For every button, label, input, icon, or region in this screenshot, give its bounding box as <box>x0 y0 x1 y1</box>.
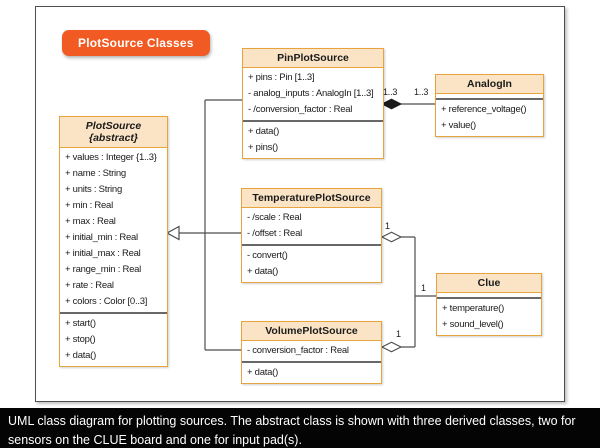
diagram-title-badge: PlotSource Classes <box>62 30 210 56</box>
method: + data() <box>248 126 280 137</box>
attributes-section: - conversion_factor : Real <box>242 341 381 361</box>
method: + pins() <box>248 142 278 153</box>
attribute: - /conversion_factor : Real <box>248 104 353 115</box>
method: + reference_voltage() <box>441 104 527 115</box>
methods-section: - convert() + data() <box>242 244 381 282</box>
class-box-analogin: AnalogIn + reference_voltage() + value() <box>435 74 544 137</box>
methods-section: + temperature() + sound_level() <box>437 297 541 335</box>
aggregation-diamond-icon <box>380 231 403 243</box>
class-name: PinPlotSource <box>243 49 383 68</box>
class-box-clue: Clue + temperature() + sound_level() <box>436 273 542 336</box>
attribute: + max : Real <box>65 216 116 227</box>
class-box-temperatureplotsource: TemperaturePlotSource - /scale : Real - … <box>241 188 382 283</box>
multiplicity-label: 1..3 <box>383 87 398 97</box>
method: + data() <box>247 266 279 277</box>
class-box-pinplotsource: PinPlotSource + pins : Pin [1..3] - anal… <box>242 48 384 159</box>
attribute: + rate : Real <box>65 280 114 291</box>
attribute: - /offset : Real <box>247 228 302 239</box>
attribute: + min : Real <box>65 200 113 211</box>
method: + data() <box>247 367 279 378</box>
multiplicity-label: 1..3 <box>414 87 429 97</box>
method: + value() <box>441 120 476 131</box>
multiplicity-label: 1 <box>421 283 426 293</box>
method: + stop() <box>65 334 96 345</box>
attribute: - /scale : Real <box>247 212 302 223</box>
method: + temperature() <box>442 303 504 314</box>
aggregation-diamond-icon <box>380 341 403 353</box>
attribute: + pins : Pin [1..3] <box>248 72 315 83</box>
class-name: PlotSource {abstract} <box>60 117 167 148</box>
attribute: + values : Integer {1..3} <box>65 152 157 163</box>
methods-section: + data() <box>242 361 381 383</box>
methods-section: + start() + stop() + data() <box>60 312 167 366</box>
attribute: + colors : Color [0..3] <box>65 296 148 307</box>
attribute: + units : String <box>65 184 122 195</box>
attributes-section: - /scale : Real - /offset : Real <box>242 208 381 244</box>
figure-caption: UML class diagram for plotting sources. … <box>0 408 600 448</box>
attribute: + name : String <box>65 168 126 179</box>
method: + sound_level() <box>442 319 504 330</box>
class-name: TemperaturePlotSource <box>242 189 381 208</box>
attribute: + initial_max : Real <box>65 248 141 259</box>
attribute: - conversion_factor : Real <box>247 345 349 356</box>
method: - convert() <box>247 250 288 261</box>
attributes-section: + pins : Pin [1..3] - analog_inputs : An… <box>243 68 383 120</box>
aggregation-lines <box>400 236 436 348</box>
class-name: VolumePlotSource <box>242 322 381 341</box>
multiplicity-label: 1 <box>385 221 390 231</box>
composition-diamond-icon <box>380 98 403 110</box>
class-box-plotsource: PlotSource {abstract} + values : Integer… <box>59 116 168 367</box>
attributes-section: + values : Integer {1..3} + name : Strin… <box>60 148 167 312</box>
methods-section: + data() + pins() <box>243 120 383 158</box>
inheritance-triangle-icon <box>165 225 180 241</box>
class-box-volumeplotsource: VolumePlotSource - conversion_factor : R… <box>241 321 382 384</box>
abstract-stereotype: {abstract} <box>88 132 139 144</box>
inheritance-line <box>179 99 242 351</box>
class-name-text: PlotSource <box>85 120 142 132</box>
multiplicity-label: 1 <box>396 329 401 339</box>
class-name: AnalogIn <box>436 75 543 94</box>
attribute: + initial_min : Real <box>65 232 138 243</box>
attribute: - analog_inputs : AnalogIn [1..3] <box>248 88 374 99</box>
method: + data() <box>65 350 97 361</box>
attribute: + range_min : Real <box>65 264 142 275</box>
method: + start() <box>65 318 96 329</box>
class-name: Clue <box>437 274 541 293</box>
methods-section: + reference_voltage() + value() <box>436 98 543 136</box>
